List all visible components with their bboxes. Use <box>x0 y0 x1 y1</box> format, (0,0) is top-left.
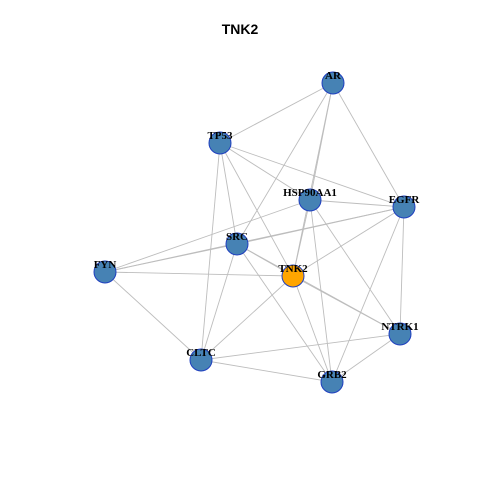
edge-tnk2-cltc <box>200 275 294 361</box>
edge-cltc-grb2 <box>200 359 333 383</box>
node-hsp90aa1[interactable] <box>298 188 322 212</box>
edge-src-grb2 <box>236 243 333 383</box>
node-label-tp53: TP53 <box>207 130 233 142</box>
edge-ar-tnk2 <box>292 82 334 277</box>
edge-hsp90aa1-fyn <box>104 199 311 273</box>
edge-src-ntrk1 <box>236 243 401 335</box>
edge-tp53-tnk2 <box>219 142 294 277</box>
edge-ar-tp53 <box>219 82 334 144</box>
edge-ar-egfr <box>332 82 405 208</box>
node-fyn[interactable] <box>93 260 117 284</box>
node-label-hsp90aa1: HSP90AA1 <box>283 187 337 199</box>
edge-layer <box>104 82 405 383</box>
node-label-tnk2: TNK2 <box>278 263 308 275</box>
edge-egfr-grb2 <box>331 206 405 383</box>
node-src[interactable] <box>225 232 249 256</box>
edge-tp53-hsp90aa1 <box>219 142 311 201</box>
edge-src-cltc <box>200 243 238 361</box>
node-label-src: SRC <box>226 231 248 243</box>
node-cltc[interactable] <box>189 348 213 372</box>
edge-fyn-tnk2 <box>104 271 294 277</box>
edge-hsp90aa1-ntrk1 <box>309 199 401 335</box>
edge-fyn-cltc <box>104 271 202 361</box>
edge-hsp90aa1-egfr <box>309 199 405 208</box>
node-label-cltc: CLTC <box>186 347 216 359</box>
edge-tnk2-grb2 <box>292 275 333 383</box>
edge-src-fyn <box>104 243 238 273</box>
node-grb2[interactable] <box>320 370 344 394</box>
edge-hsp90aa1-tnk2 <box>292 199 311 277</box>
node-egfr[interactable] <box>392 195 416 219</box>
edge-tp53-src <box>219 142 238 245</box>
edge-ntrk1-grb2 <box>331 333 401 383</box>
node-tp53[interactable] <box>208 131 232 155</box>
edge-ntrk1-cltc <box>200 333 401 361</box>
node-label-fyn: FYN <box>94 259 117 271</box>
edge-ar-src <box>236 82 334 245</box>
node-tnk2[interactable] <box>281 264 305 288</box>
node-label-ntrk1: NTRK1 <box>381 321 418 333</box>
node-layer <box>93 71 416 394</box>
edge-egfr-tnk2 <box>292 206 405 277</box>
edge-egfr-ntrk1 <box>399 206 405 335</box>
edge-tp53-egfr <box>219 142 405 208</box>
node-ar[interactable] <box>321 71 345 95</box>
node-label-egfr: EGFR <box>389 194 421 206</box>
node-label-grb2: GRB2 <box>317 369 347 381</box>
edge-tp53-cltc <box>200 142 221 361</box>
node-ntrk1[interactable] <box>388 322 412 346</box>
figure-title: TNK2 <box>221 21 259 37</box>
node-label-ar: AR <box>325 70 342 82</box>
